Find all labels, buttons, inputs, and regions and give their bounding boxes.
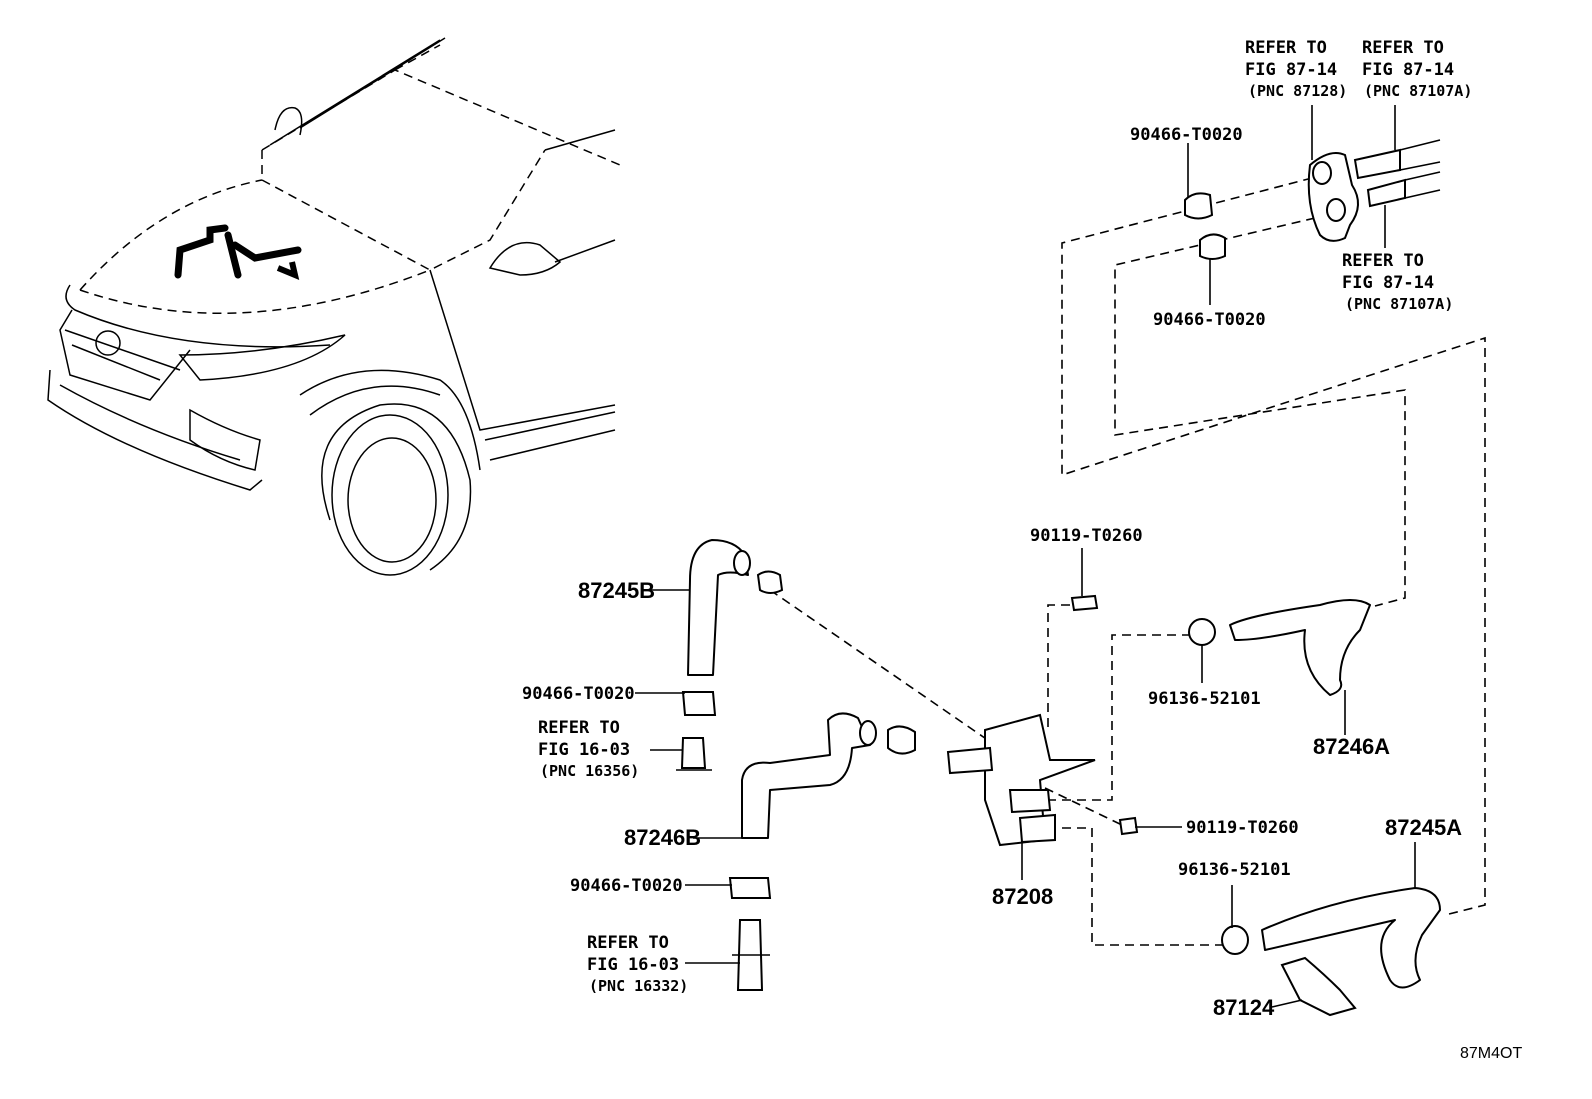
label-87208: 87208 (992, 884, 1053, 909)
leader-lines (635, 105, 1416, 1008)
ref1-line3: (PNC 87128) (1248, 82, 1347, 100)
label-90466-left-bottom: 90466-T0020 (570, 876, 683, 896)
label-87246A: 87246A (1313, 734, 1390, 759)
label-90466-top-a: 90466-T0020 (1130, 125, 1243, 145)
label-87245B: 87245B (578, 578, 655, 603)
ref3-line2: FIG 87-14 (1342, 273, 1434, 293)
label-87124: 87124 (1213, 995, 1275, 1020)
ref2-line1: REFER TO (1362, 38, 1444, 58)
label-96136-top: 96136-52101 (1148, 689, 1261, 709)
ref5-line2: FIG 16-03 (587, 955, 679, 975)
part-shapes (676, 139, 1441, 1017)
ref4-line1: REFER TO (538, 718, 620, 738)
label-90466-left-top: 90466-T0020 (522, 684, 635, 704)
label-90119-top: 90119-T0260 (1030, 526, 1143, 546)
ref4-line3: (PNC 16356) (540, 762, 639, 780)
ref1-line1: REFER TO (1245, 38, 1327, 58)
vehicle-illustration (47, 37, 621, 576)
connection-lines (769, 177, 1486, 946)
label-90119-right: 90119-T0260 (1186, 818, 1299, 838)
labels: 87245B 90466-T0020 87246B 90466-T0020 90… (522, 38, 1522, 1062)
label-87245A: 87245A (1385, 815, 1462, 840)
ref5-line1: REFER TO (587, 933, 669, 953)
label-96136-bottom: 96136-52101 (1178, 860, 1291, 880)
label-90466-top-b: 90466-T0020 (1153, 310, 1266, 330)
ref5-line3: (PNC 16332) (589, 977, 688, 995)
ref3-line3: (PNC 87107A) (1345, 295, 1453, 313)
diagram-code: 87M4OT (1460, 1045, 1522, 1062)
ref1-line2: FIG 87-14 (1245, 60, 1337, 80)
ref2-line3: (PNC 87107A) (1364, 82, 1472, 100)
ref3-line1: REFER TO (1342, 251, 1424, 271)
label-87246B: 87246B (624, 825, 701, 850)
ref2-line2: FIG 87-14 (1362, 60, 1454, 80)
ref4-line2: FIG 16-03 (538, 740, 630, 760)
